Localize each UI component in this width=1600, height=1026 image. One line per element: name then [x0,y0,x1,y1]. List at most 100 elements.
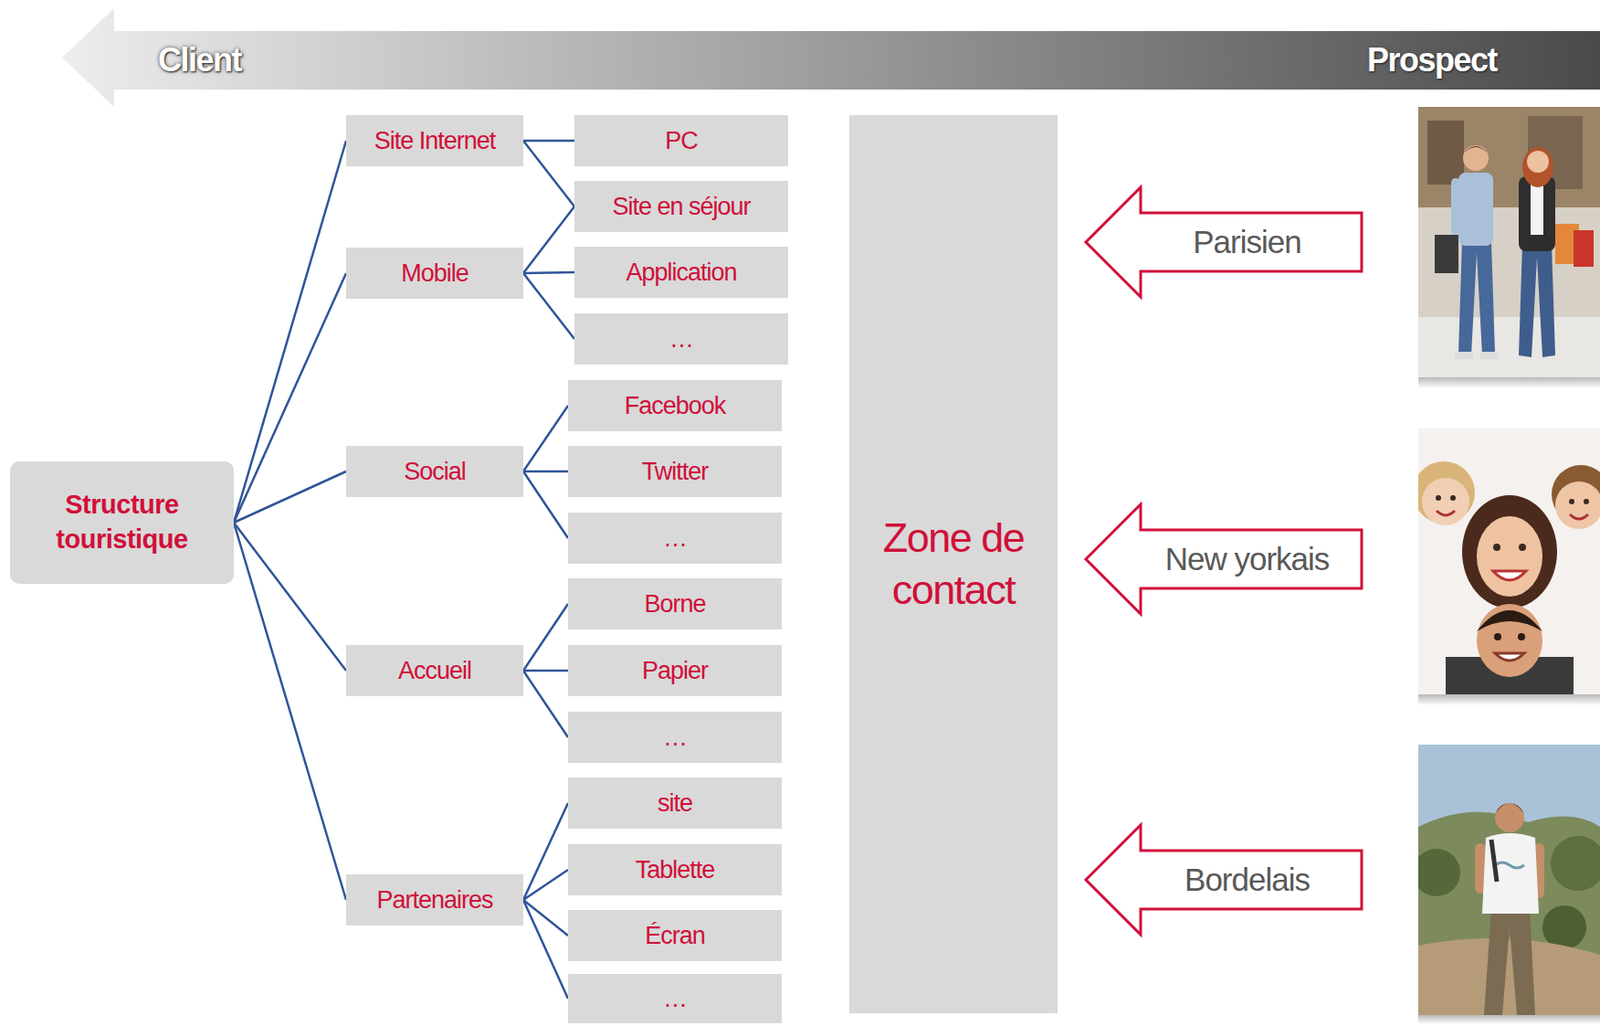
arrow-text-area: Bordelais [1137,852,1357,907]
smile [1569,514,1589,519]
arrow-text-area: Parisien [1137,214,1357,270]
box-label: Borne [643,589,706,619]
direction-band: ClientProspect [62,8,1600,107]
box-label: Tablette [635,855,716,885]
medium-box: Tablette [568,843,782,895]
medium-box: Site en séjour [574,180,789,232]
medium-box: … [568,711,782,763]
channel-box: Mobile [346,247,524,299]
backpack-strap [1491,839,1497,882]
connector [523,899,569,999]
bush [1542,905,1587,949]
box-label: Site en séjour [611,192,750,222]
connector [523,139,575,143]
couple-photo [1418,106,1600,378]
medium-box: Twitter [568,445,782,497]
man-head [1463,145,1489,171]
box-label: Accueil [398,656,472,685]
man-face [1476,603,1543,677]
visitor-label: New yorkais [1165,540,1330,578]
visitor-arrow: New yorkais [1083,501,1364,617]
shopping-bag [1573,230,1594,267]
pavement [1418,316,1600,378]
arrow-shape [1085,504,1362,614]
contact-zone: Zone de contact [849,115,1058,1013]
box-label: Social [403,457,466,486]
box-label: site [657,789,693,818]
box-label: Écran [644,921,706,950]
connector [523,405,569,472]
arrow-text-area: New yorkais [1137,531,1357,587]
band-label: Client [157,31,242,90]
connector [523,206,575,274]
visitor-arrow: Parisien [1083,184,1364,300]
bush [1418,848,1461,896]
channel-box: Social [346,445,524,497]
connector [523,273,575,339]
shop-window [1427,120,1464,185]
photo-shadow [1418,377,1600,389]
connector [233,522,347,671]
man-legs [1458,242,1495,356]
medium-box: Papier [568,644,782,696]
zone-label: Zone de contact [858,512,1049,616]
box-label: … [663,984,687,1013]
box-label: Site Internet [374,126,496,156]
arrow-shape [1085,187,1362,297]
woman-face [1476,515,1543,597]
connector [523,670,569,737]
box-label: Application [625,258,737,287]
bush [1550,835,1600,891]
smile [1493,570,1527,580]
hiker-hair [1494,802,1525,814]
woman-head [1526,150,1549,173]
box-label: … [663,524,687,553]
medium-box: Borne [568,578,782,630]
medium-box: site [568,777,782,829]
woman-hair [1522,147,1554,188]
ground [1418,937,1600,1015]
connector [523,802,569,900]
hiker-head [1494,802,1525,832]
visitor-label: Bordelais [1184,861,1310,898]
medium-box: … [574,313,789,365]
connector [523,899,569,936]
connector [523,869,569,900]
woman-top [1530,179,1544,235]
box-label: Twitter [642,457,709,486]
photo-shadow [1418,1014,1600,1024]
connector [523,669,569,673]
smile [1494,652,1525,661]
box-label: Papier [642,656,708,685]
channel-box: Site Internet [346,115,524,167]
shoe [1480,351,1499,359]
connector [523,272,575,274]
boy-face [1555,481,1600,529]
connector [523,470,569,474]
eye [1568,498,1575,505]
hiker-legs [1484,908,1536,1015]
medium-box: Écran [568,909,782,961]
shoe [1454,351,1474,359]
man-hair [1476,610,1543,632]
building [1418,106,1600,208]
eye [1583,498,1590,505]
connector [523,471,569,538]
eye [1493,543,1501,551]
woman-legs [1518,243,1556,358]
box-label: Partenaires [376,885,493,915]
connector [233,522,347,900]
eye [1450,494,1456,501]
connector [233,471,347,523]
arrow-shape [1085,824,1362,935]
connector [233,273,347,523]
channel-box: Accueil [346,644,524,696]
channel-box: Partenaires [346,873,524,926]
eye [1494,632,1502,641]
photo-shadow [1418,694,1600,706]
box-label: … [669,325,694,354]
box-label: Mobile [400,259,469,288]
band-shape [62,8,1600,107]
connector [523,603,569,671]
